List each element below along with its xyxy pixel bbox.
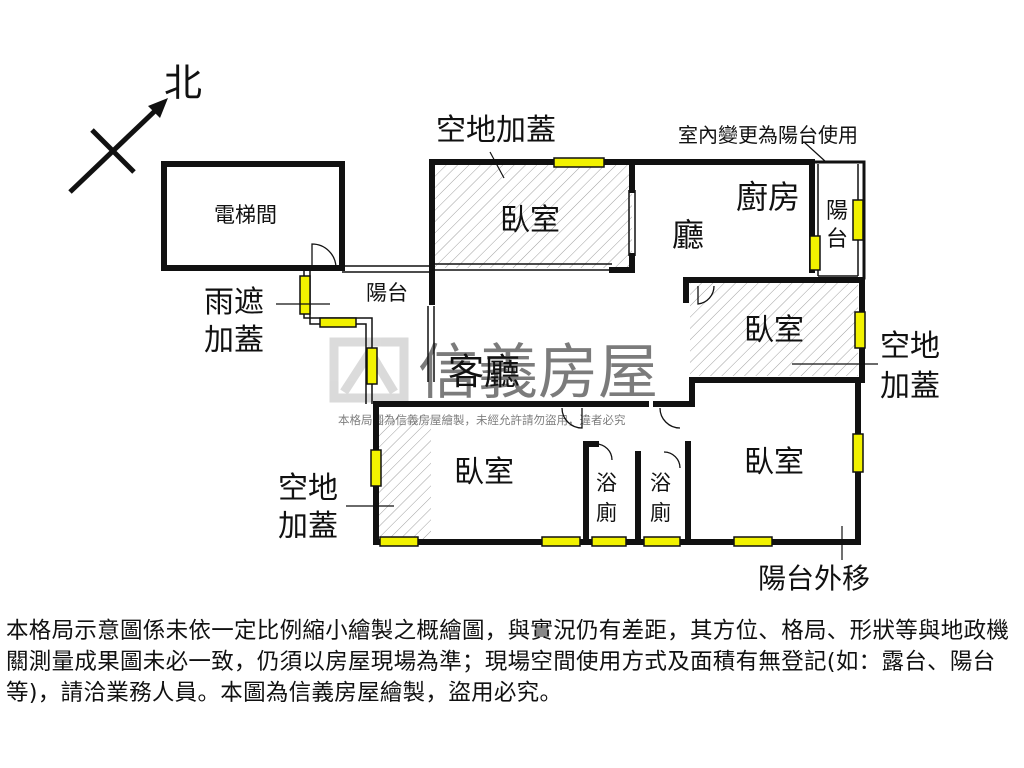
room-balcony-right-2: 台: [826, 227, 848, 252]
compass-north-label: 北: [164, 61, 202, 105]
door-bath2b-icon: [663, 451, 681, 469]
doors: [311, 243, 715, 469]
room-balcony-left: 陽台: [366, 281, 408, 305]
annotation-empty-land-top: 空地加蓋: [436, 113, 556, 148]
annotation-rain-cover-1: 雨遮: [204, 285, 264, 320]
window-bottom-3: [591, 536, 627, 547]
annotation-indoor-change: 室內變更為陽台使用: [678, 123, 858, 147]
window-bottom-1: [379, 536, 419, 547]
leader-lines: [276, 141, 878, 560]
annotation-empty-land-right-1: 空地: [880, 329, 940, 364]
room-living: 廳: [672, 216, 704, 254]
room-guest-living: 客廳: [448, 352, 520, 393]
room-bath-1: 浴: [596, 471, 617, 495]
disclaimer-text: 本格局示意圖係未依一定比例縮小繪製之概繪圖，與實況仍有差距，其方位、格局、形狀等…: [6, 618, 1010, 706]
window-right-bedroom: [854, 311, 866, 349]
north-arrow-icon: [148, 98, 168, 118]
room-bath-2: 浴: [650, 471, 671, 495]
door-right-bedroom-icon: [697, 285, 715, 305]
window-bottom-5: [733, 536, 773, 547]
room-bedroom-top: 臥室: [500, 203, 560, 238]
window-rain-cover: [299, 275, 311, 315]
window-lower-left-side: [370, 449, 382, 487]
window-bottom-4: [643, 536, 681, 547]
room-elevator: 電梯間: [214, 203, 277, 227]
window-kitchen-side: [809, 235, 821, 271]
room-bedroom-right: 臥室: [744, 313, 804, 348]
annotation-balcony-moved: 陽台外移: [758, 562, 870, 595]
annotation-empty-land-left-2: 加蓋: [278, 509, 338, 544]
room-balcony-right: 陽: [826, 199, 848, 224]
window-rain-cover-2: [319, 317, 357, 328]
room-kitchen: 廚房: [736, 178, 800, 216]
room-bedroom-bottom-right: 臥室: [744, 445, 804, 480]
door-bath2-icon: [659, 407, 681, 429]
room-bath-1-2: 廁: [596, 501, 617, 525]
hatched-area-top-bedroom: [432, 164, 632, 268]
door-bath1-icon: [595, 443, 613, 461]
room-bedroom-bottom-left: 臥室: [454, 455, 514, 490]
hatched-area-left-bedroom: [376, 414, 431, 542]
floor-plan: 信義房屋 本格局圖為信義房屋繪製，未經允許請勿盜用，違者必究 北: [68, 61, 940, 595]
annotation-rain-cover-2: 加蓋: [204, 323, 264, 358]
annotation-empty-land-right-2: 加蓋: [880, 369, 940, 404]
hatched-area-right-bedroom: [690, 282, 858, 376]
door-elevator-icon: [311, 243, 337, 269]
compass: 北: [68, 61, 202, 194]
watermark: 信義房屋 本格局圖為信義房屋繪製，未經允許請勿盜用，違者必究: [329, 337, 658, 427]
window-balcony-right: [852, 199, 864, 241]
watermark-note: 本格局圖為信義房屋繪製，未經允許請勿盜用，違者必究: [338, 413, 626, 427]
door-lower-bedroom-icon: [561, 407, 583, 429]
window-lower-right: [852, 433, 864, 473]
window-top: [553, 157, 605, 168]
room-bath-2-2: 廁: [650, 501, 671, 525]
windows: [299, 157, 866, 547]
window-bottom-2: [541, 536, 581, 547]
window-left-rail: [366, 347, 378, 385]
annotation-empty-land-left-1: 空地: [278, 471, 338, 506]
watermark-brand: 信義房屋: [418, 338, 658, 408]
